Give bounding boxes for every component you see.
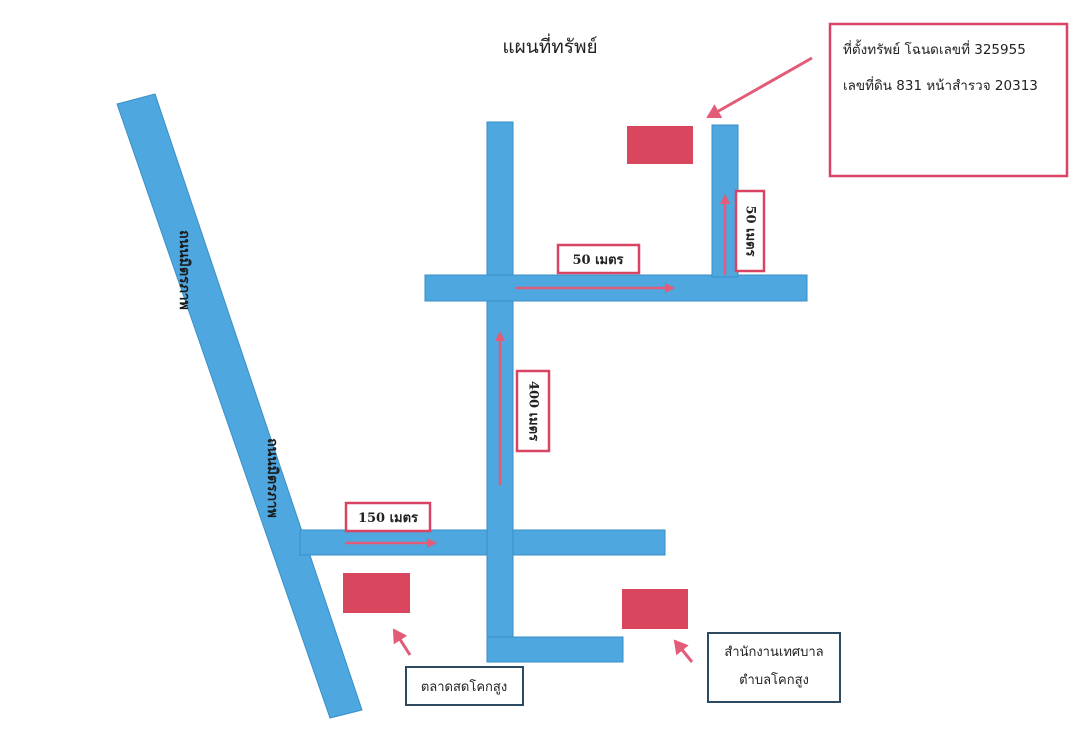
property-note-line1: ที่ตั้งทรัพย์ โฉนดเลขที่ 325955 xyxy=(843,39,1026,58)
main-road-label-lower: ถนนมิตรภาพ xyxy=(264,438,280,518)
roads xyxy=(116,93,808,719)
property-note-box: ที่ตั้งทรัพย์ โฉนดเลขที่ 325955 เลขที่ดิ… xyxy=(828,22,1069,178)
route-arrows xyxy=(345,194,730,548)
main-road-label-upper-group: ถนนมิตรภาพ xyxy=(176,230,192,310)
office-label-line1: สำนักงานเทศบาล xyxy=(724,645,823,660)
property-note-line2: เลขที่ดิน 831 หน้าสำรวจ 20313 xyxy=(843,76,1038,94)
office-pointer-arrow xyxy=(673,639,694,663)
distance-text-400m: 400 เมตร xyxy=(526,381,541,441)
distance-label-50m-vertical: 50 เมตร xyxy=(734,189,766,273)
market-building xyxy=(343,573,410,613)
market-pointer-arrow xyxy=(392,628,412,656)
office-building xyxy=(622,589,688,629)
road-bottom-spur xyxy=(486,636,624,663)
property-building xyxy=(627,126,693,164)
main-road-label-lower-group: ถนนมิตรภาพ xyxy=(264,438,280,518)
main-road-diagonal xyxy=(116,93,363,719)
market-label-box: ตลาดสดโคกสูง xyxy=(405,666,524,706)
main-road-label-upper: ถนนมิตรภาพ xyxy=(176,230,192,310)
distance-text-50m-horizontal: 50 เมตร xyxy=(572,253,623,268)
distance-text-150m: 150 เมตร xyxy=(358,511,418,526)
office-label-box: สำนักงานเทศบาล ตำบลโคกสูง xyxy=(707,632,841,703)
property-pointer-arrow xyxy=(706,56,813,119)
distance-label-50m-horizontal: 50 เมตร xyxy=(556,243,641,275)
office-label-line2: ตำบลโคกสูง xyxy=(739,672,809,688)
buildings xyxy=(343,126,693,629)
distance-text-50m-vertical: 50 เมตร xyxy=(743,205,758,256)
pointer-arrows xyxy=(392,56,813,663)
distance-label-150m: 150 เมตร xyxy=(344,501,432,533)
distance-label-400m: 400 เมตร xyxy=(515,369,551,453)
map-title: แผนที่ทรัพย์ xyxy=(502,36,598,58)
market-label: ตลาดสดโคกสูง xyxy=(421,679,507,695)
